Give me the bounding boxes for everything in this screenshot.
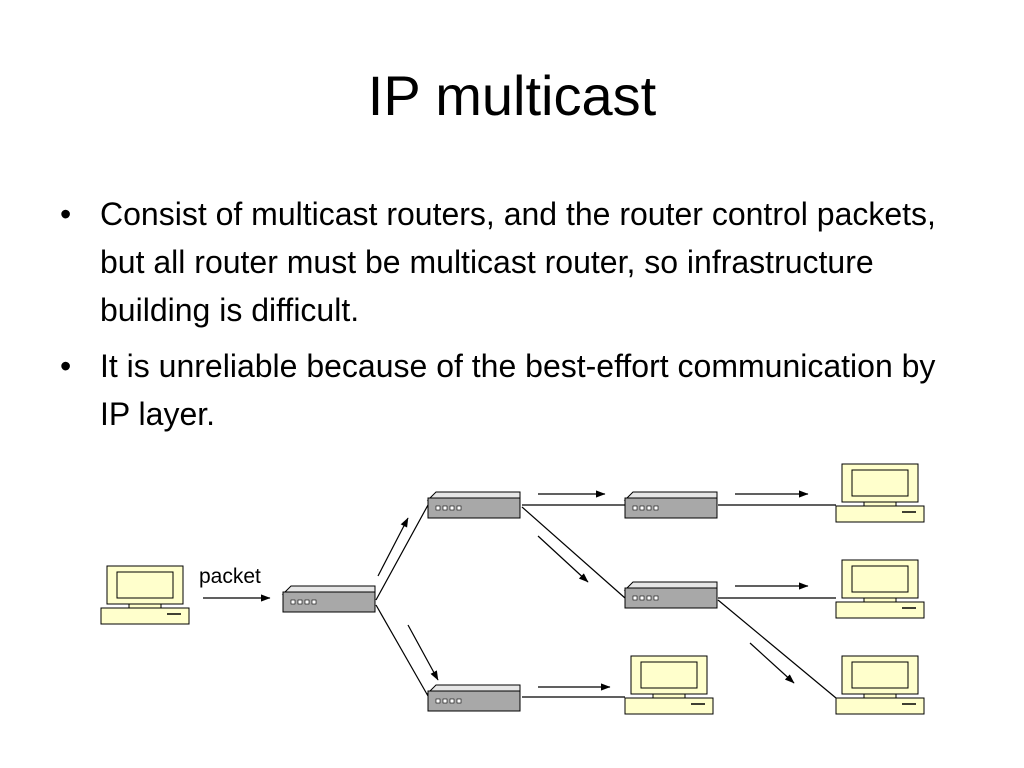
bullet-text: Consist of multicast routers, and the ro…: [100, 196, 936, 328]
link-r1-r4: [521, 506, 626, 599]
computer-icon: [835, 655, 925, 715]
link-r0-r1: [375, 504, 429, 601]
bullet-list: • Consist of multicast routers, and the …: [58, 190, 958, 446]
link-r4-pc3: [717, 599, 837, 699]
bullet-marker: •: [60, 348, 72, 384]
router-icon: [426, 684, 521, 712]
arrow-down: [407, 624, 439, 681]
bullet-marker: •: [60, 196, 72, 232]
bullet-item: • It is unreliable because of the best-e…: [58, 342, 958, 438]
router-icon: [623, 581, 718, 609]
router-icon: [426, 491, 521, 519]
computer-icon: [835, 559, 925, 619]
bullet-item: • Consist of multicast routers, and the …: [58, 190, 958, 334]
router-icon: [623, 491, 718, 519]
computer-icon: [624, 655, 714, 715]
computer-icon: [835, 463, 925, 523]
arrow-r1-r4: [537, 535, 589, 583]
router-icon: [281, 585, 376, 613]
connections: [375, 504, 837, 699]
link-r0-r2: [375, 604, 429, 697]
packet-arrows: [203, 490, 809, 691]
bullet-text: It is unreliable because of the best-eff…: [100, 348, 936, 432]
packet-label: packet: [199, 565, 261, 588]
arrow-up: [377, 517, 409, 577]
arrow-r4-pc3: [749, 642, 795, 684]
slide-title: IP multicast: [367, 64, 657, 127]
computer-icon: [100, 565, 190, 625]
